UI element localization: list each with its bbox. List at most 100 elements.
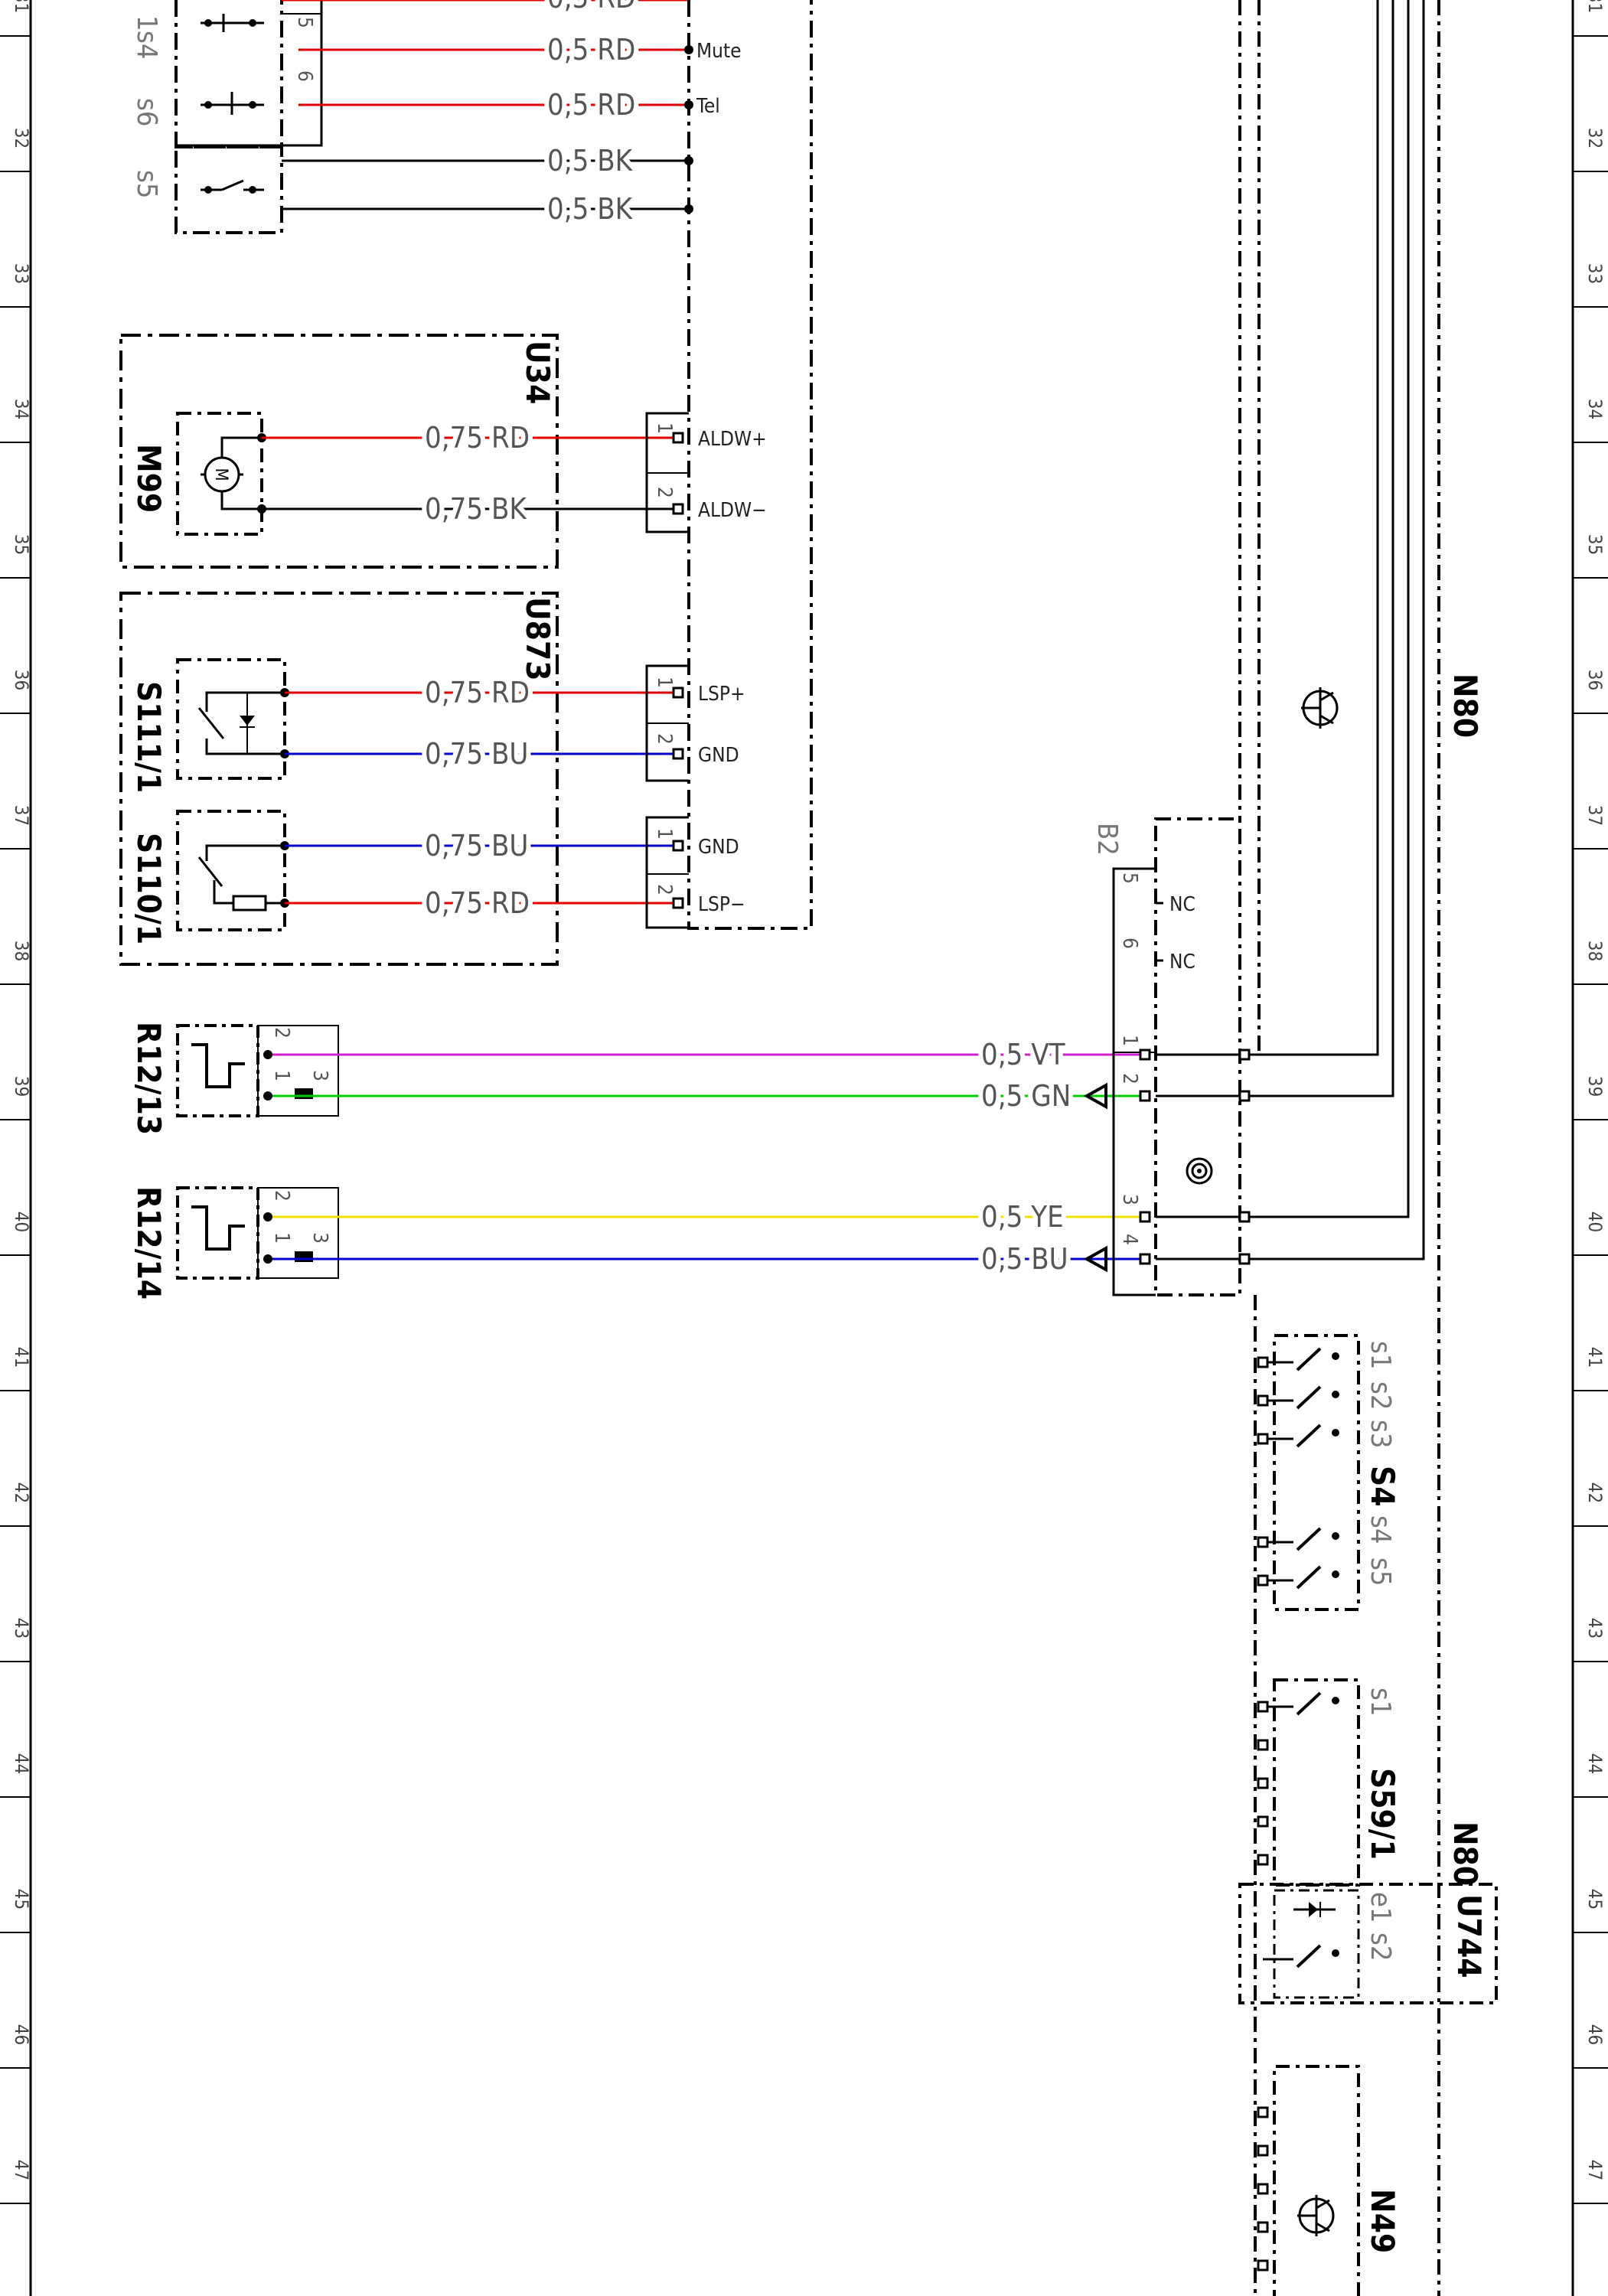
connector-pin	[1257, 2106, 1269, 2118]
row-number: 36	[1584, 670, 1606, 690]
connector-pin	[1257, 1574, 1269, 1587]
u744-contact-symbol	[1263, 1944, 1339, 1968]
row-number: 42	[11, 1482, 32, 1503]
motor-m99-symbol: M	[201, 456, 243, 493]
u34-module: U34 M99 M 0,75 RD 0,75 BK 1 2 ALDW+ ALDW…	[119, 334, 767, 569]
row-number: 31	[1584, 0, 1606, 13]
b2-pin-4: 4	[1118, 1234, 1141, 1245]
s110-1-id: S110/1	[130, 833, 168, 944]
wire-aldw-plus-label: 0,75 RD	[425, 421, 530, 455]
sensor-wires: 0,5 VT 0,5 GN 0,5 YE 0,5 BU	[263, 1033, 1140, 1280]
s4-contact-s4: s4	[1365, 1515, 1396, 1544]
n80-module: N80 N80	[1238, 0, 1484, 2296]
switch-s111-1-symbol	[197, 691, 285, 755]
row-number: 33	[1584, 263, 1606, 284]
b2-nc-2: NC	[1169, 951, 1195, 974]
sensor-r12-13: R12/13 2 1 3	[130, 1022, 339, 1135]
wire-gn-label: 0,5 GN	[981, 1079, 1071, 1113]
row-number: 35	[11, 534, 32, 555]
u744-contact-s2: s2	[1365, 1932, 1396, 1961]
pin-label-aldw-minus: ALDW−	[698, 499, 767, 522]
transistor-icon	[1301, 687, 1339, 729]
connector-pin	[1257, 2144, 1269, 2157]
wire-lsp-minus-label: 0,75 RD	[425, 886, 530, 920]
row-number: 40	[11, 1212, 32, 1232]
n49-transistor-icon	[1297, 2195, 1335, 2236]
top-pin-5: 5	[293, 17, 316, 28]
pin-label-aldw-plus: ALDW+	[698, 428, 767, 451]
u744-module: e1 s2 U744	[1238, 1883, 1498, 2004]
s59-1-id: S59/1	[1364, 1768, 1401, 1860]
u34-pin-1: 1	[653, 422, 676, 434]
wire-bu-label: 0,5 BU	[981, 1242, 1068, 1276]
u873-pin-1a: 1	[653, 677, 676, 688]
wire-vt-label: 0,5 VT	[981, 1038, 1065, 1071]
u873-module: U873 S111/1 0,75 RD 0,75 BU S110/1	[119, 592, 745, 966]
r12-14-id: R12/14	[130, 1186, 168, 1300]
top-switch-s6-label: s6	[131, 98, 162, 126]
row-number: 40	[1584, 1212, 1606, 1232]
b2-pin-1: 1	[1118, 1035, 1141, 1046]
b2-nc-1: NC	[1169, 893, 1195, 916]
n80-id-upper: N80	[1447, 673, 1484, 738]
row-number: 31	[11, 0, 32, 13]
r12-14-pin-2: 2	[270, 1190, 293, 1202]
s59-1-switch: s1 S59/1	[1263, 1678, 1401, 1887]
switch-s6-symbol	[201, 92, 264, 115]
switch-s4-symbol	[201, 14, 264, 32]
sensor-r12-14: R12/14 2 1 3	[130, 1186, 339, 1300]
top-switch-fragment: 1 s4 s6 s5 5 6 0,5 RD 0,5 RD 0,5 RD 0,5 …	[131, 0, 742, 234]
s59-1-contact-s1: s1	[1365, 1688, 1396, 1716]
u744-id: U744	[1450, 1894, 1488, 1978]
row-ticks	[0, 35, 1608, 2204]
connector-pin	[1257, 1854, 1269, 1866]
top-switch-s5-label: s5	[131, 170, 162, 198]
connector-pin	[1257, 1536, 1269, 1548]
n49-id: N49	[1364, 2189, 1401, 2253]
b2-pin-3: 3	[1118, 1194, 1141, 1205]
led-icon	[1293, 1902, 1336, 1917]
row-number: 44	[11, 1753, 32, 1774]
row-number: 34	[11, 399, 32, 419]
row-number: 41	[11, 1347, 32, 1368]
pin-label-mute: Mute	[696, 40, 742, 63]
u873-pin-2a: 2	[653, 733, 676, 745]
s4-contact-symbols	[1263, 1347, 1339, 1590]
row-number: 44	[1584, 1753, 1606, 1774]
pin-label-gnd-a: GND	[698, 744, 739, 767]
n80-id-lower: N80	[1447, 1821, 1484, 1886]
pin-label-tel: Tel	[696, 95, 720, 118]
s59-1-contact-symbol	[1263, 1691, 1339, 1716]
row-number: 42	[1584, 1482, 1606, 1503]
row-number: 45	[11, 1889, 32, 1910]
u34-id: U34	[519, 341, 556, 404]
row-number: 47	[11, 2160, 32, 2180]
r12-13-id: R12/13	[130, 1022, 168, 1135]
b2-pin-2: 2	[1118, 1073, 1141, 1084]
row-number: 39	[1584, 1076, 1606, 1097]
wire-mute-label: 0,5 RD	[547, 33, 635, 67]
row-number: 34	[1584, 399, 1606, 419]
connector-pin	[1257, 1739, 1269, 1751]
pin-label-lsp-minus: LSP−	[698, 893, 745, 916]
top-switch-s4-label: s4	[131, 31, 162, 59]
s111-1-id: S111/1	[130, 681, 168, 793]
b2-pin-6: 6	[1118, 938, 1141, 949]
row-number: 36	[11, 670, 32, 690]
row-number: 43	[1584, 1618, 1606, 1639]
row-number: 46	[11, 2024, 32, 2045]
top-pin-6: 6	[293, 70, 316, 82]
row-number: 38	[1584, 941, 1606, 961]
connector-pin	[1257, 1433, 1269, 1445]
connector-pin	[1257, 2259, 1269, 2272]
wire-gnd-a-label: 0,75 BU	[425, 737, 528, 771]
u34-pin-2: 2	[653, 487, 676, 498]
b2-pin-5: 5	[1118, 872, 1141, 884]
s4-switch-group: s1 s2 s3 S4 s4 s5	[1263, 1334, 1401, 1611]
s4-contact-s5: s5	[1365, 1557, 1396, 1586]
row-number: 45	[1584, 1889, 1606, 1910]
module-connector-ticks	[1257, 1356, 1269, 2272]
row-number: 33	[11, 263, 32, 284]
